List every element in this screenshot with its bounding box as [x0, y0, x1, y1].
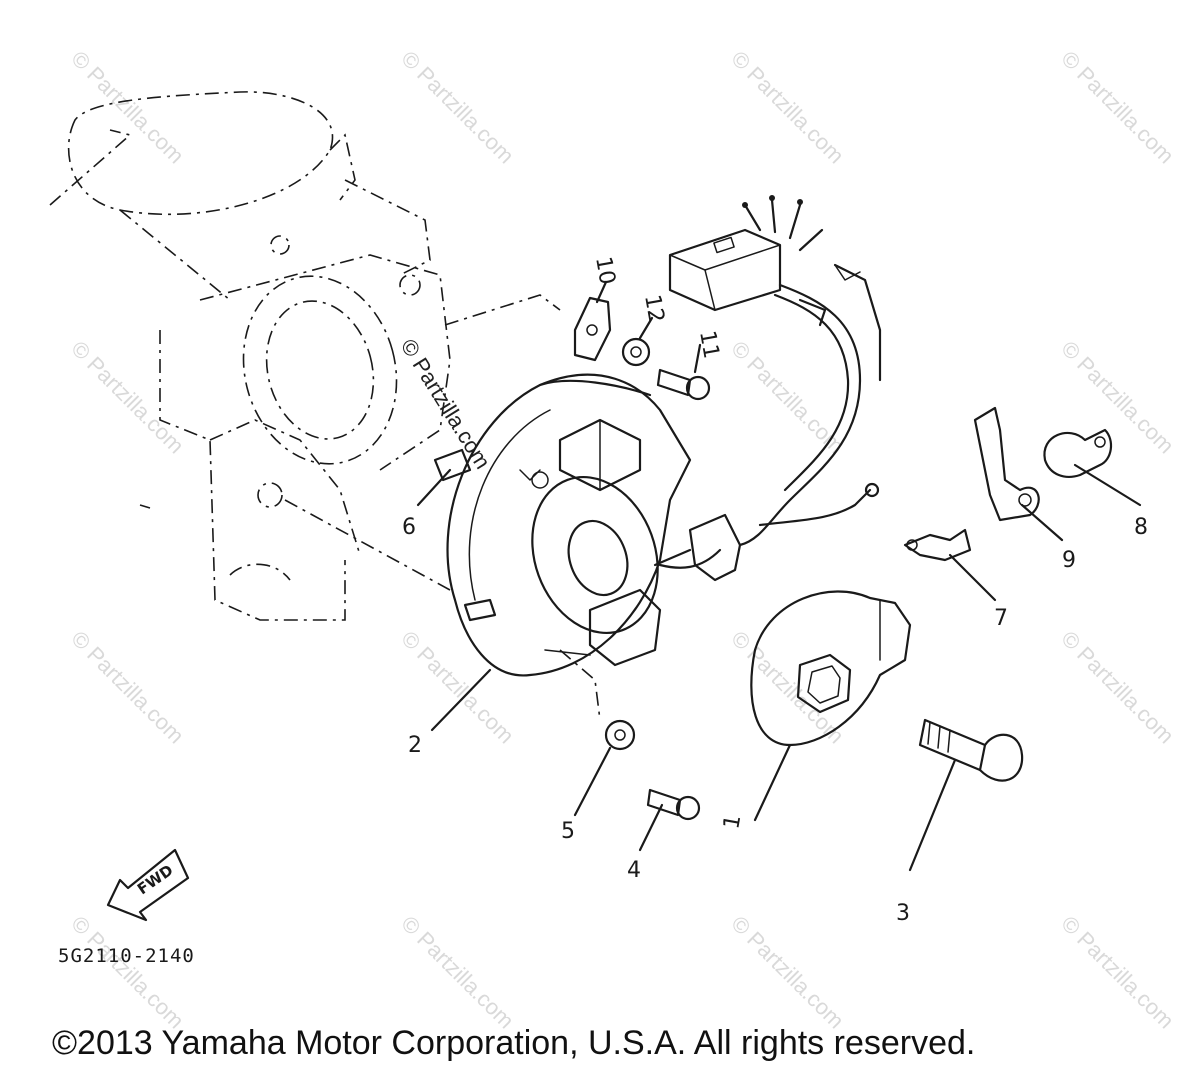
watermark: © Partzilla.com [1056, 626, 1179, 749]
stator-assembly [446, 373, 742, 677]
watermark-dark: © Partzilla.com [396, 334, 496, 473]
part-5-washer [604, 719, 636, 751]
callout-6: 6 [402, 515, 416, 540]
watermarks: © Partzilla.com © Partzilla.com © Partzi… [66, 46, 1179, 1034]
watermark: © Partzilla.com [66, 46, 189, 169]
watermark: © Partzilla.com [396, 626, 519, 749]
wiring-harness [658, 195, 882, 569]
watermark: © Partzilla.com [726, 626, 849, 749]
part-6-pin [433, 448, 472, 482]
callout-7: 7 [994, 606, 1008, 631]
watermark: © Partzilla.com [726, 46, 849, 169]
callout-3: 3 [896, 901, 910, 926]
callout-5: 5 [561, 819, 575, 844]
watermark: © Partzilla.com [1056, 336, 1179, 459]
callout-11: 11 [694, 329, 723, 361]
watermark: © Partzilla.com [66, 626, 189, 749]
callout-1: 1 [719, 813, 746, 831]
part-code: 5G2110-2140 [58, 945, 195, 967]
watermark: © Partzilla.com [1056, 911, 1179, 1034]
part-11-screw [656, 368, 711, 401]
part-7-clamp [903, 528, 972, 562]
callout-2: 2 [408, 733, 422, 758]
watermark: © Partzilla.com [1056, 46, 1179, 169]
leader-lines [416, 280, 1142, 872]
watermark: © Partzilla.com [396, 911, 519, 1034]
part-10-bracket [573, 296, 612, 362]
callout-4: 4 [627, 858, 641, 883]
callout-8: 8 [1134, 515, 1148, 540]
fwd-arrow-icon: FWD [106, 848, 190, 922]
watermark: © Partzilla.com [66, 336, 189, 459]
callout-12: 12 [639, 293, 668, 325]
part-12-washer [621, 337, 651, 367]
watermark: © Partzilla.com [66, 911, 189, 1034]
part-4-screw [646, 788, 701, 821]
part-9-bracket [973, 406, 1040, 522]
crankcase-outline [49, 91, 601, 721]
part-3-bolt [918, 718, 1024, 782]
watermark: © Partzilla.com [726, 911, 849, 1034]
watermark: © Partzilla.com [396, 46, 519, 169]
copyright-notice: ©2013 Yamaha Motor Corporation, U.S.A. A… [52, 1024, 976, 1062]
callout-9: 9 [1062, 548, 1076, 573]
part-8-clamp [1043, 428, 1113, 478]
callouts: 1 2 3 4 5 6 7 8 9 10 11 12 [402, 255, 1148, 926]
part-1-rotor-plate [750, 590, 912, 747]
callout-10: 10 [590, 255, 619, 287]
